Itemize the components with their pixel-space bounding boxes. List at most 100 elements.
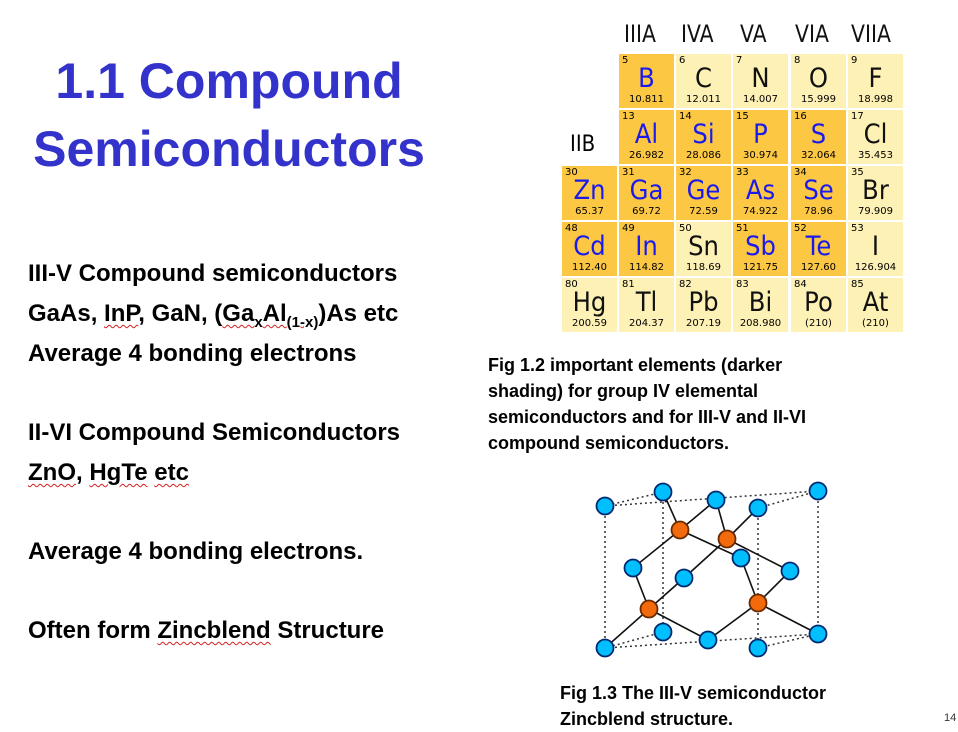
slide-title-line2: Semiconductors [33, 121, 425, 177]
body-line-iii-v-examples: GaAs, InP, GaN, (GaxAl(1-x))As etc [28, 300, 398, 331]
atom-blue [808, 624, 828, 644]
atom-blue [731, 548, 751, 568]
atomic-number: 49 [622, 223, 635, 234]
atomic-number: 85 [851, 279, 864, 290]
atomic-mass: 112.40 [572, 262, 607, 273]
atomic-number: 14 [679, 111, 692, 122]
text-comma: , [76, 459, 90, 486]
atomic-mass: 118.69 [686, 262, 721, 273]
text-structure: Structure [270, 617, 385, 644]
fig12-caption-line1: Fig 1.2 important elements (darker [488, 355, 783, 375]
atomic-mass: 208.980 [739, 318, 782, 329]
body-line-zincblend: Often form Zincblend Structure [28, 617, 384, 645]
atomic-number: 48 [565, 223, 578, 234]
atomic-number: 52 [794, 223, 807, 234]
fig12-caption-line2: shading) for group IV elemental [488, 381, 759, 401]
page-number: 14 [944, 712, 957, 724]
group-label-iib: IIB [570, 132, 596, 157]
atom-orange [717, 529, 737, 549]
atomic-mass: 10.811 [629, 94, 664, 105]
element-symbol: Te [805, 231, 832, 262]
element-symbol: S [810, 119, 827, 150]
atom-blue [808, 481, 828, 501]
atomic-number: 5 [622, 55, 629, 66]
text-al: Al [262, 300, 287, 327]
atomic-mass: 30.974 [743, 150, 778, 161]
fig13-caption-line2: Zincblend structure. [560, 709, 734, 729]
element-symbol: N [751, 63, 770, 94]
element-symbol: C [695, 63, 712, 94]
atom-blue [595, 638, 615, 658]
atomic-number: 9 [851, 55, 858, 66]
atomic-number: 8 [794, 55, 801, 66]
atomic-number: 32 [679, 167, 692, 178]
body-line-iii-v-heading: III-V Compound semiconductors [28, 260, 398, 287]
atom-blue [748, 498, 768, 518]
atomic-mass: 207.19 [686, 318, 721, 329]
atomic-mass: 79.909 [858, 206, 893, 217]
atom-blue [780, 561, 800, 581]
element-symbol: Si [692, 119, 715, 150]
atomic-number: 35 [851, 167, 864, 178]
atomic-mass: 78.96 [804, 206, 833, 217]
element-symbol: Tl [635, 287, 658, 318]
atomic-mass: 14.007 [743, 94, 778, 105]
element-symbol: Hg [572, 287, 607, 318]
atomic-mass: 28.086 [686, 150, 721, 161]
element-symbol: As [745, 175, 776, 206]
body-line-bonding-2: Average 4 bonding electrons. [28, 538, 364, 565]
element-symbol: B [638, 63, 655, 94]
element-symbol: O [808, 63, 829, 94]
text-as-etc: )As etc [318, 300, 399, 327]
text-gaas: GaAs, [28, 300, 105, 327]
text-inp: InP [104, 300, 139, 327]
text-gaalas: GaxAl(1-x) [222, 300, 318, 331]
atomic-mass: 200.59 [572, 318, 607, 329]
atomic-number: 84 [794, 279, 807, 290]
element-symbol: P [753, 119, 768, 150]
atom-blue [674, 568, 694, 588]
atomic-mass: 15.999 [801, 94, 836, 105]
atomic-mass: 18.998 [858, 94, 893, 105]
atomic-number: 30 [565, 167, 578, 178]
zincblend-structure-diagram [595, 481, 828, 658]
atomic-mass: 69.72 [632, 206, 661, 217]
atom-blue [748, 638, 768, 658]
atomic-number: 53 [851, 223, 864, 234]
element-symbol: Bi [748, 287, 773, 318]
atomic-number: 6 [679, 55, 686, 66]
fig12-caption-line3: semiconductors and for III-V and II-VI [488, 407, 807, 427]
atom-orange [639, 599, 659, 619]
atomic-mass: 121.75 [743, 262, 778, 273]
atoms-blue [595, 481, 828, 658]
slide-title-line1: 1.1 Compound [55, 53, 403, 109]
atom-orange [670, 520, 690, 540]
element-symbol: Ge [686, 175, 721, 206]
fig13-caption: Fig 1.3 The III-V semiconductor Zincblen… [560, 680, 826, 732]
atom-blue [698, 630, 718, 650]
atomic-number: 51 [736, 223, 749, 234]
element-symbol: Pb [688, 287, 719, 318]
body-line-ii-vi-examples: ZnO, HgTe etc [28, 459, 189, 487]
text-often-form: Often form [28, 617, 158, 644]
atoms-orange [639, 520, 768, 619]
